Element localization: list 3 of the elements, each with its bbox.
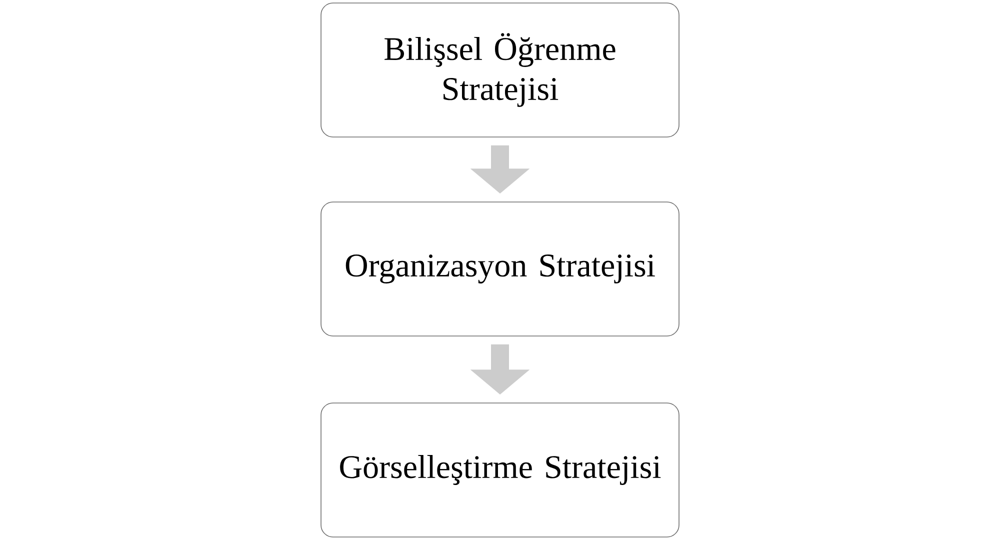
process-box: Görselleştirme Stratejisi xyxy=(320,402,680,538)
process-box: Bilişsel Öğrenme Stratejisi xyxy=(320,2,680,138)
process-box: Organizasyon Stratejisi xyxy=(320,202,680,336)
